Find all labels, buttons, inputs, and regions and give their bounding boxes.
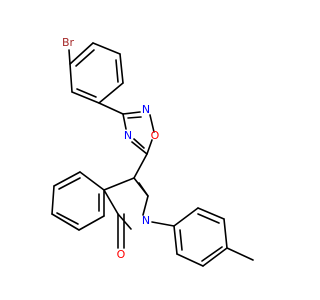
bond-aromatic-inner bbox=[58, 177, 81, 190]
bond bbox=[71, 91, 100, 104]
bond bbox=[122, 111, 141, 115]
bond bbox=[197, 207, 225, 220]
bond bbox=[79, 171, 105, 191]
bond bbox=[173, 225, 178, 255]
carbonyl-oxygen-label: O bbox=[117, 248, 126, 261]
bond bbox=[223, 218, 228, 249]
bond bbox=[103, 177, 135, 191]
bond-aromatic-inner bbox=[76, 88, 97, 98]
bond bbox=[146, 139, 153, 155]
bond-double bbox=[133, 138, 145, 149]
bond bbox=[78, 215, 105, 231]
bond bbox=[69, 42, 94, 65]
oxadiazole-oxygen-label: O bbox=[151, 129, 160, 142]
oxadiazole-nitrogen-lower-label: N bbox=[124, 129, 132, 142]
oxadiazole-nitrogen-upper-label: N bbox=[142, 103, 150, 116]
bond bbox=[98, 82, 124, 104]
bond bbox=[131, 141, 148, 155]
bond-br-c bbox=[68, 49, 71, 65]
atom-labels: Br N O N N O bbox=[62, 36, 160, 261]
bond-layer bbox=[51, 42, 254, 267]
bond bbox=[119, 53, 124, 84]
bond bbox=[92, 42, 121, 55]
bond bbox=[51, 213, 80, 231]
bond bbox=[122, 113, 127, 130]
bond-methyl bbox=[226, 247, 254, 261]
bond-double bbox=[127, 116, 142, 119]
bond-double bbox=[138, 182, 149, 197]
bond bbox=[69, 63, 73, 93]
bond bbox=[149, 114, 155, 133]
bond bbox=[53, 171, 81, 187]
bond bbox=[176, 253, 204, 267]
bromine-atom-label: Br bbox=[62, 36, 75, 49]
isoquinolinone-nitrogen-label: N bbox=[142, 214, 150, 227]
bond bbox=[151, 221, 175, 227]
bond bbox=[202, 247, 228, 267]
bond bbox=[133, 153, 148, 179]
bond bbox=[51, 185, 55, 215]
bond bbox=[142, 195, 149, 216]
bond-aromatic-inner bbox=[179, 229, 183, 251]
bond-aromatic-inner bbox=[201, 246, 223, 262]
bond bbox=[98, 102, 124, 115]
bond-aromatic-inner bbox=[197, 213, 220, 224]
bond-aromatic-inner bbox=[115, 59, 119, 83]
molecule-canvas: Br N O N N O bbox=[51, 36, 254, 267]
bond-aromatic-inner bbox=[56, 212, 79, 225]
bond bbox=[103, 189, 119, 215]
molecule-structure: Br N O N N O bbox=[51, 36, 254, 267]
bond bbox=[173, 207, 199, 227]
bond-aromatic-inner bbox=[75, 49, 95, 67]
